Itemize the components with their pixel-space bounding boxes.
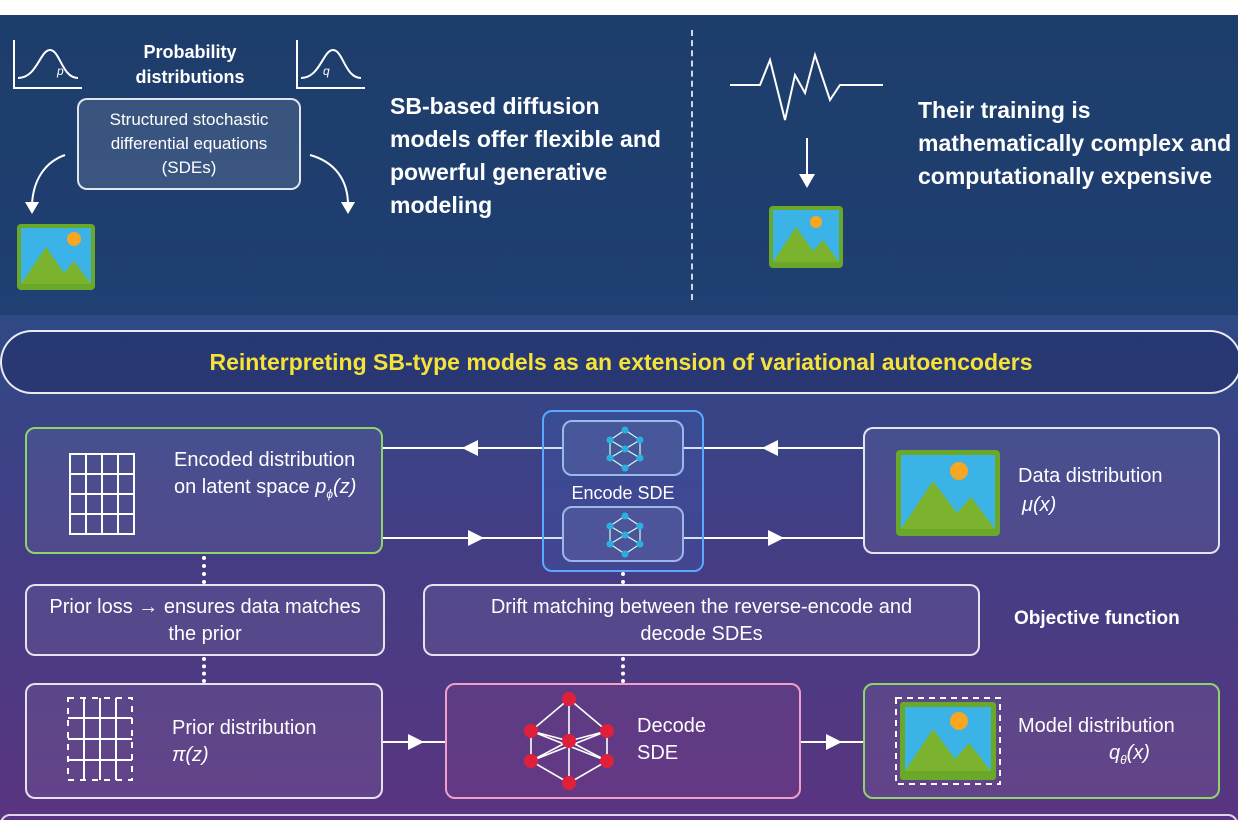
encoded-label: Encoded distribution on latent space [174,449,356,498]
model-distribution-label: Model distribution [1018,715,1175,737]
right-arrowhead [408,734,424,750]
model-distribution-node: Model distribution qθ(x) [863,683,1220,799]
banner: Reinterpreting SB-type models as an exte… [0,330,1238,394]
latent-grid-icon [69,453,135,535]
dotted-connector [202,657,206,683]
training-complexity-claim: Their training is mathematically complex… [918,97,1232,189]
probability-distributions-label: Probability distributions [135,42,245,87]
prior-distribution-label: Prior distribution [172,717,317,739]
image-icon [895,697,1001,785]
decode-sde-node: Decode SDE [445,683,801,799]
curved-arrows [25,154,355,214]
down-arrowhead [799,174,815,188]
encode-sde-label: Encode SDE [571,483,675,503]
data-distribution-math: μ(x) [1022,494,1057,516]
q-distribution-icon: q [296,40,365,89]
drift-matching-box: Drift matching between the reverse-encod… [423,584,980,656]
encoded-math: pϕ(z) [315,476,357,501]
bottom-panel [0,315,1238,820]
bottom-box-edge [0,814,1238,834]
dotted-connector [621,657,625,683]
data-distribution-label: Data distribution [1018,465,1163,487]
dotted-connector [621,572,625,584]
neural-network-icon [606,426,644,472]
image-icon [17,224,95,290]
sb-models-claim: SB-based diffusion models offer flexible… [390,93,661,218]
right-arrowhead [826,734,842,750]
prior-distribution-node: Prior distribution π(z) [25,683,383,799]
prior-distribution-math: π(z) [172,744,209,766]
right-arrowhead [468,530,484,546]
top-panel [0,15,1238,315]
image-icon [896,450,1000,536]
p-distribution-icon: p [13,40,82,89]
encoder-network-box [562,506,684,562]
encoder-network-box [562,420,684,476]
sde-box: Structured stochastic differential equat… [77,98,301,190]
down-arrow [806,138,808,178]
audio-waveform-icon [228,215,376,285]
prior-loss-box: Prior loss → ensures data matches the pr… [25,584,385,656]
encoded-distribution-node: Encoded distribution on latent space pϕ(… [25,427,383,554]
image-icon [769,206,843,268]
divider [691,30,693,300]
left-arrowhead [462,440,478,456]
data-distribution-node: Data distribution μ(x) [863,427,1220,554]
objective-function-label: Objective function [1014,608,1180,629]
svg-text:q: q [323,64,330,78]
dotted-connector [202,556,206,584]
model-distribution-math: qθ(x) [1109,742,1150,767]
encode-sde-node: Encode SDE [542,410,704,572]
prior-grid-icon [67,697,133,781]
neural-network-icon [524,692,614,790]
neural-network-icon [606,512,644,558]
decode-sde-label: Decode SDE [637,715,706,764]
svg-text:p: p [56,64,64,78]
right-arrowhead [768,530,784,546]
signal-icon [730,51,883,121]
left-arrowhead [762,440,778,456]
